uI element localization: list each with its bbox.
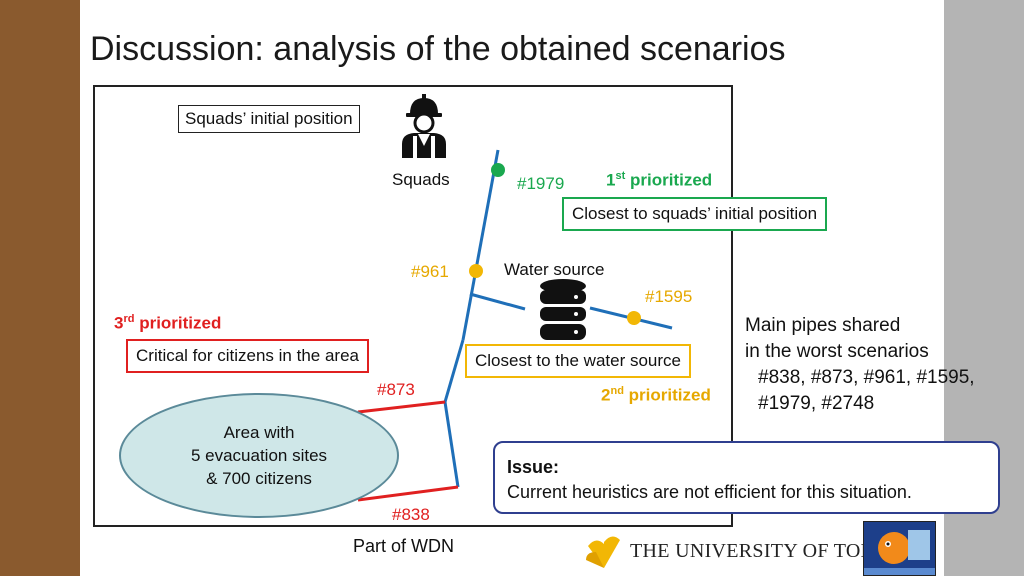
main-pipes-note-line-3: #838, #873, #961, #1595,: [758, 367, 975, 388]
pipe-main-bottom: [443, 401, 460, 488]
diagram-caption: Part of WDN: [353, 536, 455, 556]
area-line-3: & 700 citizens: [206, 469, 312, 488]
closest-squads-box: Closest to squads’ initial position: [562, 197, 828, 231]
slide-title: Discussion: analysis of the obtained sce…: [90, 30, 786, 68]
second-prioritized-label: 2nd prioritized: [601, 385, 711, 405]
main-pipes-note: Main pipes shared in the worst scenarios…: [745, 313, 975, 417]
database-icon: [540, 279, 586, 340]
critical-citizens-box: Critical for citizens in the area: [126, 339, 369, 373]
node-1595-marker: [627, 311, 641, 325]
issue-body: Current heuristics are not efficient for…: [507, 482, 912, 502]
issue-box: Issue: Current heuristics are not effici…: [493, 441, 1000, 514]
node-1979-label: #1979: [517, 174, 565, 193]
university-ginkgo-logo-icon: [586, 536, 620, 568]
pipe-main-lower: [443, 339, 465, 403]
pipe-873: [357, 400, 446, 414]
node-1595-label: #1595: [645, 287, 693, 306]
pipe-to-water-source: [469, 292, 526, 311]
node-873-label: #873: [377, 380, 415, 399]
main-pipes-note-line-1: Main pipes shared: [745, 315, 901, 336]
worker-icon: [402, 94, 446, 158]
node-961-label: #961: [411, 262, 449, 281]
evacuation-area: Area with 5 evacuation sites & 700 citiz…: [119, 393, 399, 518]
area-line-2: 5 evacuation sites: [190, 446, 328, 465]
node-961-marker: [469, 264, 483, 278]
area-line-1: Area with: [223, 423, 295, 442]
main-pipes-note-line-2: in the worst scenarios: [745, 341, 929, 362]
university-logo-text: THE UNIVERSITY OF TOKYO: [630, 540, 905, 562]
first-prioritized-label: 1st prioritized: [606, 170, 713, 190]
main-pipes-note-line-4: #1979, #2748: [758, 393, 875, 414]
water-source-label: Water source: [504, 260, 605, 279]
lab-logo-icon: [863, 521, 936, 576]
third-prioritized-label: 3rd prioritized: [114, 313, 222, 333]
pipe-main-upper: [461, 149, 500, 341]
left-accent-bar: [0, 0, 80, 576]
node-1979-marker: [491, 163, 505, 177]
pipe-838: [357, 485, 459, 502]
closest-water-box: Closest to the water source: [465, 344, 691, 378]
squads-initial-position-box: Squads’ initial position: [178, 105, 360, 133]
node-838-label: #838: [392, 505, 430, 524]
issue-heading: Issue:: [507, 457, 560, 477]
squads-label: Squads: [392, 170, 450, 189]
